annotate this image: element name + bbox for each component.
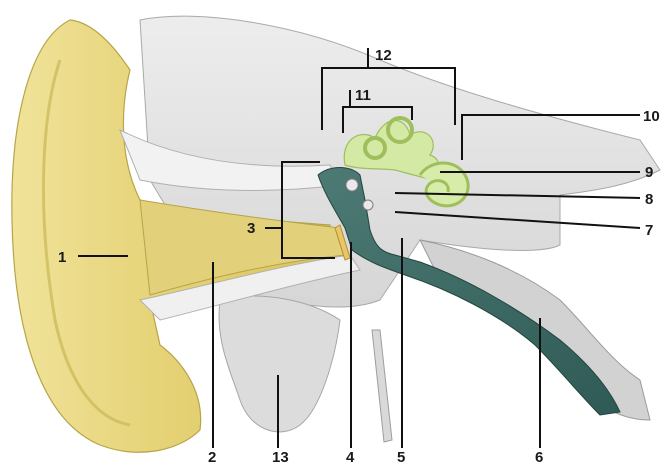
styloid-process — [372, 330, 392, 442]
mastoid-process — [219, 296, 340, 432]
label-6: 6 — [535, 449, 543, 466]
label-2: 2 — [208, 449, 216, 466]
label-1: 1 — [58, 249, 66, 266]
label-5: 5 — [397, 449, 405, 466]
label-4: 4 — [346, 449, 355, 466]
ossicle — [363, 200, 373, 210]
label-9: 9 — [645, 164, 653, 181]
label-3: 3 — [247, 220, 255, 237]
label-7: 7 — [645, 222, 653, 239]
label-8: 8 — [645, 191, 653, 208]
label-12: 12 — [375, 47, 392, 64]
ossicle — [346, 179, 358, 191]
label-11: 11 — [355, 87, 371, 104]
label-13: 13 — [272, 449, 289, 466]
label-10: 10 — [643, 108, 660, 125]
